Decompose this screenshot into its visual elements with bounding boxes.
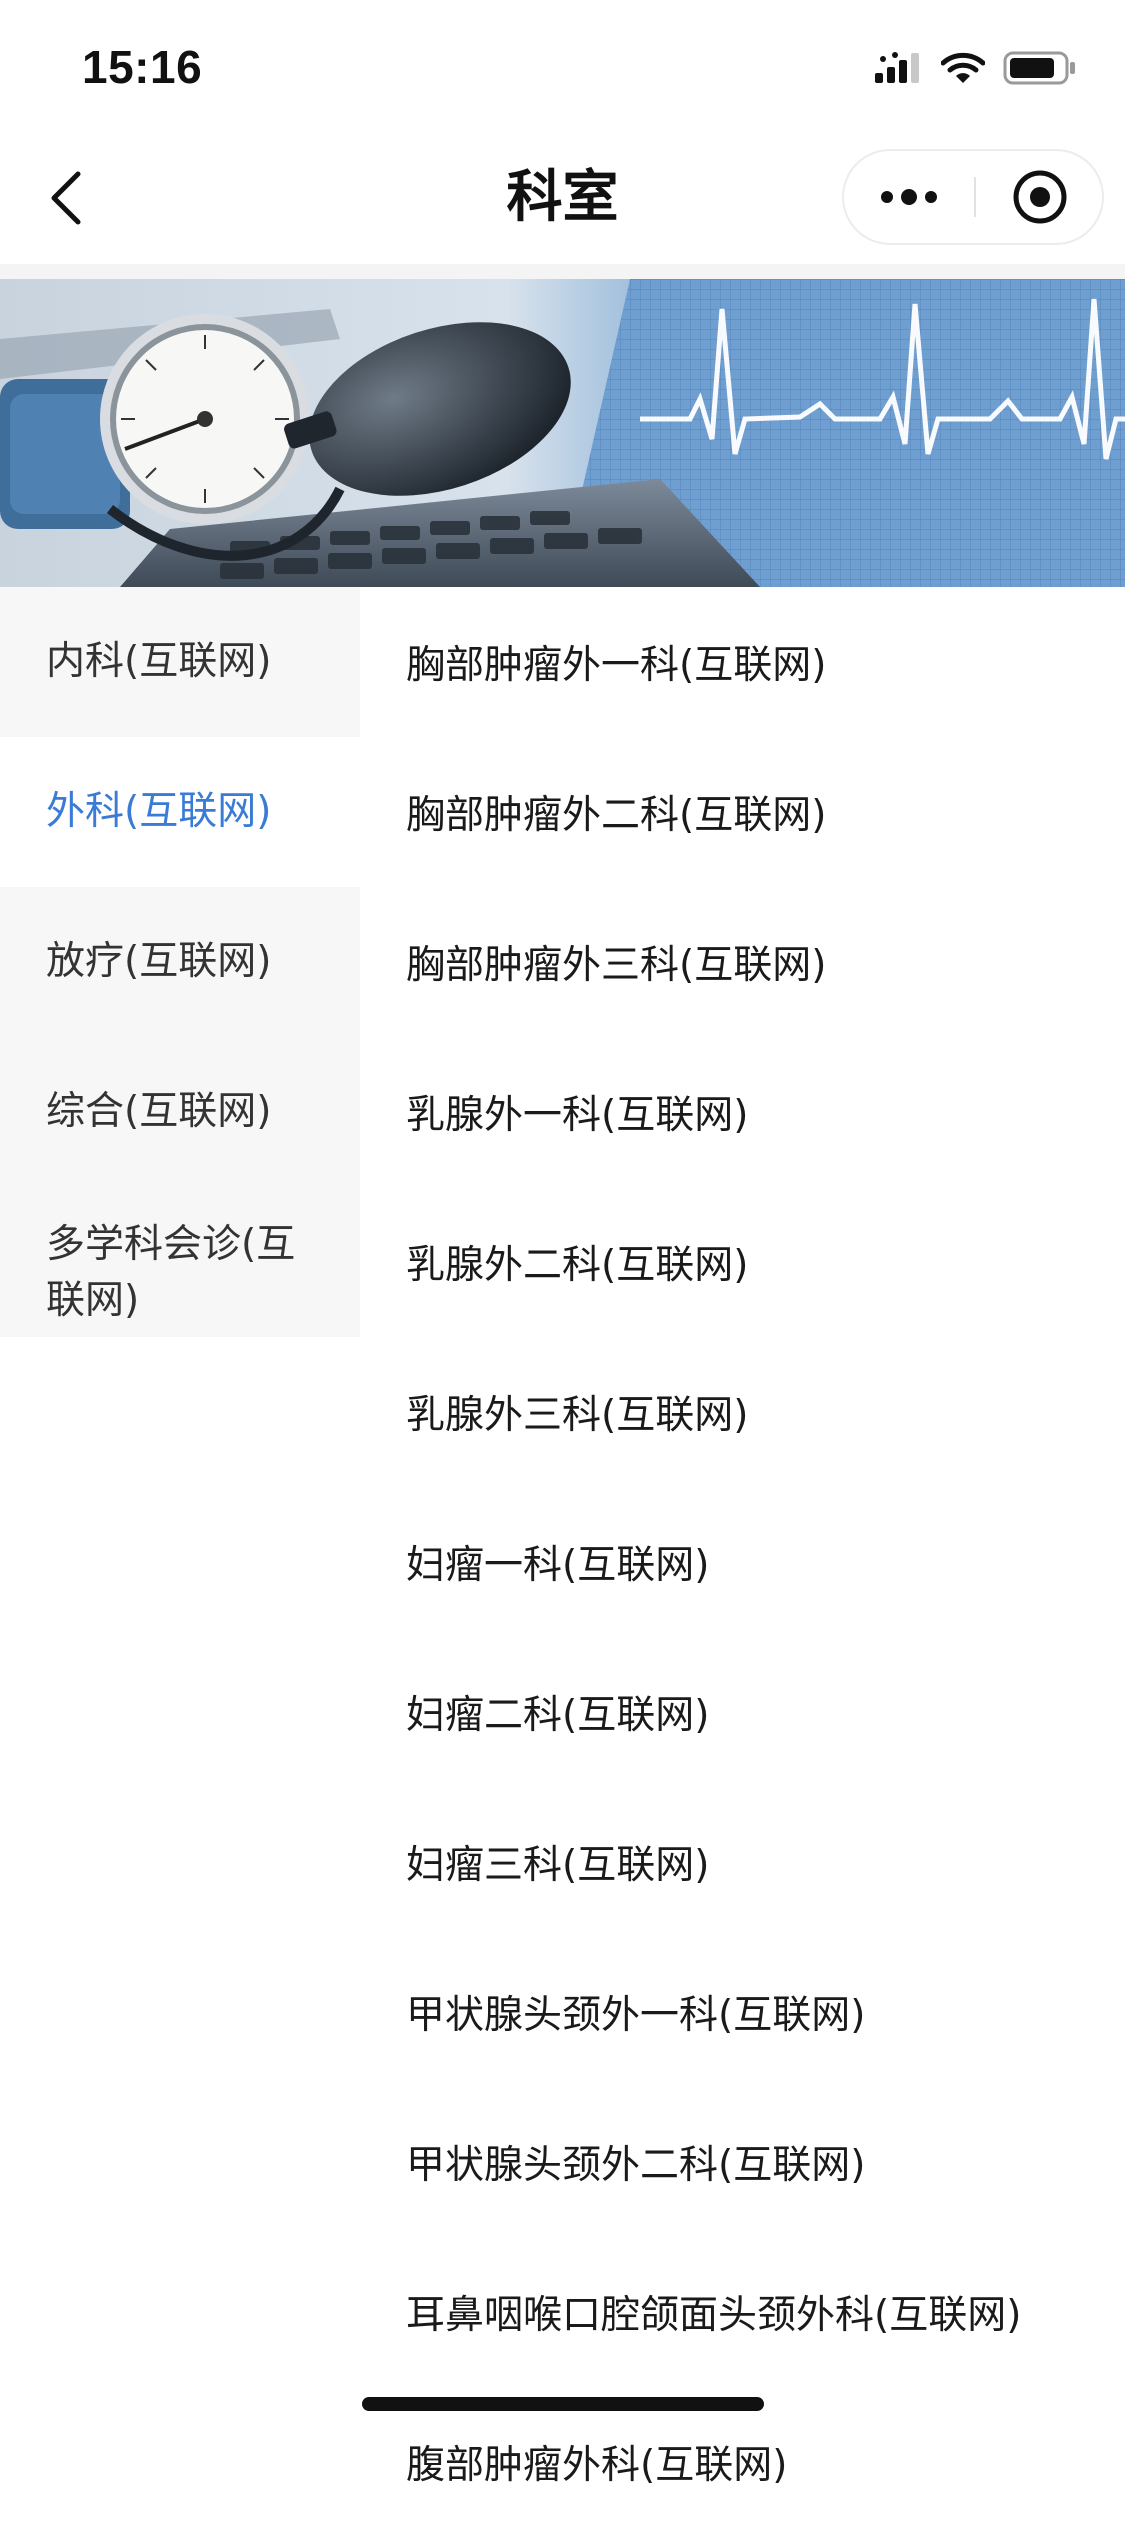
category-item-radiotherapy[interactable]: 放疗(互联网) [0, 887, 360, 1037]
back-button[interactable] [30, 162, 102, 234]
department-item[interactable]: 胸部肿瘤外三科(互联网) [406, 943, 827, 988]
category-item-internal-medicine[interactable]: 内科(互联网) [0, 587, 360, 737]
banner-image [0, 279, 1125, 587]
department-item[interactable]: 耳鼻咽喉口腔颌面头颈外科(互联网) [406, 2293, 1022, 2338]
status-bar: 15:16 [0, 0, 1125, 132]
department-item[interactable]: 妇瘤三科(互联网) [406, 1843, 710, 1888]
department-item[interactable]: 胸部肿瘤外一科(互联网) [406, 643, 827, 688]
category-item-surgery[interactable]: 外科(互联网) [0, 737, 360, 887]
category-item-general[interactable]: 综合(互联网) [0, 1037, 360, 1187]
department-item[interactable]: 妇瘤二科(互联网) [406, 1693, 710, 1738]
category-label: 放疗(互联网) [46, 939, 272, 984]
status-time: 15:16 [82, 41, 203, 93]
navigation-bar: 科室 [0, 132, 1125, 264]
status-icons [875, 48, 1077, 88]
category-item-multidisciplinary[interactable]: 多学科会诊(互联网) [0, 1187, 360, 1337]
category-label: 多学科会诊(互联网) [46, 1222, 296, 1323]
chevron-left-icon [51, 171, 81, 225]
capsule-divider [974, 177, 976, 217]
close-mini-program-button[interactable] [976, 151, 1104, 243]
header-gap [0, 264, 1125, 279]
wifi-icon [941, 52, 985, 83]
department-item[interactable]: 乳腺外二科(互联网) [406, 1243, 749, 1288]
department-item[interactable]: 妇瘤一科(互联网) [406, 1543, 710, 1588]
department-item[interactable]: 甲状腺头颈外二科(互联网) [406, 2143, 866, 2188]
category-label: 内科(互联网) [46, 639, 272, 684]
category-label: 综合(互联网) [46, 1089, 272, 1134]
department-item[interactable]: 甲状腺头颈外一科(互联网) [406, 1993, 866, 2038]
category-label: 外科(互联网) [46, 789, 272, 834]
more-dots-icon [881, 189, 937, 205]
department-list: 胸部肿瘤外一科(互联网) 胸部肿瘤外二科(互联网) 胸部肿瘤外三科(互联网) 乳… [360, 587, 1125, 2537]
mini-program-capsule [842, 149, 1104, 245]
department-item[interactable]: 胸部肿瘤外二科(互联网) [406, 793, 827, 838]
home-indicator [362, 2397, 764, 2411]
target-circle-icon [1013, 170, 1067, 224]
banner-illustration [0, 279, 1125, 587]
more-button[interactable] [844, 151, 974, 243]
cellular-signal-icon [875, 52, 919, 83]
department-item[interactable]: 乳腺外一科(互联网) [406, 1093, 749, 1138]
department-item[interactable]: 乳腺外三科(互联网) [406, 1393, 749, 1438]
category-sidebar: 内科(互联网) 外科(互联网) 放疗(互联网) 综合(互联网) 多学科会诊(互联… [0, 587, 360, 1337]
battery-icon [1003, 51, 1075, 85]
